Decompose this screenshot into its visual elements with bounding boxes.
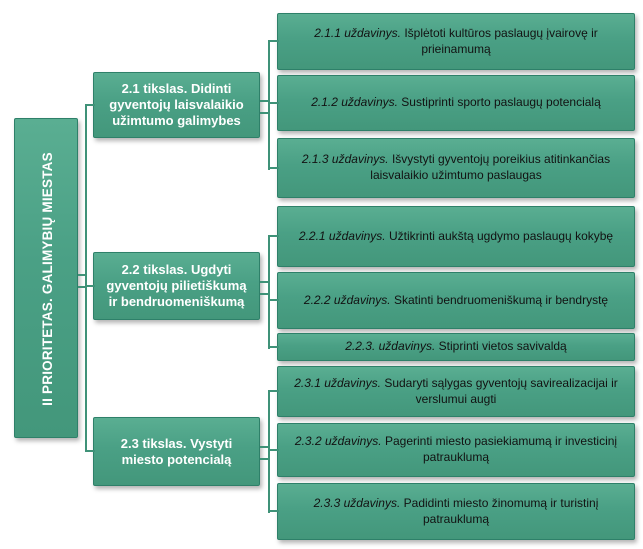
connector-stub-task-2-3-2 bbox=[268, 449, 279, 451]
task-box-2-3-1: 2.3.1 uždavinys. Sudaryti sąlygas gyvent… bbox=[277, 366, 635, 417]
goal-label-2-3: 2.3 tikslas. Vystyti miesto potencialą bbox=[120, 435, 233, 467]
connector-goal-2-2-stub bbox=[260, 281, 269, 295]
task-desc-2-1-1: Išplėtoti kultūros paslaugų įvairovę ir … bbox=[404, 25, 598, 56]
connector-stub-goal-2-2 bbox=[85, 285, 95, 287]
priority-label: II PRIORITETAS. GALIMYBIŲ MIESTAS bbox=[39, 152, 55, 406]
connector-stub-task-2-1-2 bbox=[268, 102, 279, 104]
task-desc-2-3-2: Pagerinti miesto pasiekiamumą ir investi… bbox=[384, 434, 618, 464]
task-label-2-3-2: 2.3.2 uždavinys. Pagerinti miesto pasiek… bbox=[288, 434, 624, 465]
task-desc-2-2-2: Skatinti bendruomeniškumą ir bendrystę bbox=[393, 292, 609, 307]
task-label-2-2-1: 2.2.1 uždavinys. Užtikrinti aukštą ugdym… bbox=[299, 229, 613, 245]
goal-box-2-1: 2.1 tikslas. Didinti gyventojų laisvalai… bbox=[93, 72, 260, 138]
connector-spine-goal-2-2 bbox=[268, 235, 270, 349]
connector-stub-task-2-1-1 bbox=[268, 40, 279, 42]
task-label-2-3-3: 2.3.3 uždavinys. Padidinti miesto žinomu… bbox=[288, 496, 624, 527]
task-desc-2-2-1: Užtikrinti aukštą ugdymo paslaugų kokybę bbox=[388, 228, 614, 243]
connector-stub-task-2-3-1 bbox=[268, 390, 279, 392]
connector-stub-task-2-2-2 bbox=[268, 299, 279, 301]
task-box-2-1-2: 2.1.2 uždavinys. Sustiprinti sporto pasl… bbox=[277, 75, 635, 131]
task-box-2-2-3: 2.2.3. uždavinys. Stiprinti vietos saviv… bbox=[277, 333, 635, 361]
connector-goal-2-3-stub bbox=[260, 446, 269, 460]
goal-box-2-2: 2.2 tikslas. Ugdyti gyventojų pilietišku… bbox=[93, 252, 260, 320]
connector-spine-goal-2-1 bbox=[268, 40, 270, 170]
priority-box: II PRIORITETAS. GALIMYBIŲ MIESTAS bbox=[14, 118, 78, 438]
task-prefix-2-3-3: 2.3.3 uždavinys. bbox=[313, 495, 401, 510]
connector-spine-goal-2-3 bbox=[268, 390, 270, 513]
task-desc-2-3-1: Sudaryti sąlygas gyventojų savirealizaci… bbox=[384, 375, 618, 406]
task-prefix-2-1-1: 2.1.1 uždavinys. bbox=[314, 25, 401, 40]
task-label-2-2-3: 2.2.3. uždavinys. Stiprinti vietos saviv… bbox=[345, 339, 566, 355]
task-label-2-1-3: 2.1.3 uždavinys. Išvystyti gyventojų por… bbox=[288, 152, 624, 183]
connector-goal-2-1-stub bbox=[260, 100, 269, 114]
task-desc-2-2-3: Stiprinti vietos savivaldą bbox=[438, 339, 567, 354]
task-prefix-2-3-1: 2.3.1 uždavinys. bbox=[294, 375, 381, 390]
connector-priority-stub bbox=[78, 274, 86, 288]
task-label-2-3-1: 2.3.1 uždavinys. Sudaryti sąlygas gyvent… bbox=[288, 376, 624, 407]
task-desc-2-3-3: Padidinti miesto žinomumą ir turistinį p… bbox=[403, 495, 599, 526]
goal-box-2-3: 2.3 tikslas. Vystyti miesto potencialą bbox=[93, 417, 260, 486]
connector-stub-task-2-1-3 bbox=[268, 167, 279, 169]
task-prefix-2-3-2: 2.3.2 uždavinys. bbox=[294, 434, 382, 449]
task-desc-2-1-2: Sustiprinti sporto paslaugų potencialą bbox=[401, 95, 601, 110]
task-prefix-2-2-1: 2.2.1 uždavinys. bbox=[298, 228, 386, 243]
task-prefix-2-1-3: 2.1.3 uždavinys. bbox=[301, 152, 389, 167]
task-box-2-3-3: 2.3.3 uždavinys. Padidinti miesto žinomu… bbox=[277, 483, 635, 540]
task-prefix-2-1-2: 2.1.2 uždavinys. bbox=[311, 95, 398, 110]
task-box-2-1-1: 2.1.1 uždavinys. Išplėtoti kultūros pasl… bbox=[277, 13, 635, 70]
task-prefix-2-2-2: 2.2.2 uždavinys. bbox=[303, 292, 391, 307]
goal-label-2-2: 2.2 tikslas. Ugdyti gyventojų pilietišku… bbox=[106, 262, 247, 309]
connector-spine-priority bbox=[85, 104, 87, 452]
task-box-2-3-2: 2.3.2 uždavinys. Pagerinti miesto pasiek… bbox=[277, 423, 635, 477]
task-label-2-1-2: 2.1.2 uždavinys. Sustiprinti sporto pasl… bbox=[311, 95, 601, 111]
task-box-2-1-3: 2.1.3 uždavinys. Išvystyti gyventojų por… bbox=[277, 138, 635, 198]
task-label-2-1-1: 2.1.1 uždavinys. Išplėtoti kultūros pasl… bbox=[288, 26, 624, 57]
task-box-2-2-2: 2.2.2 uždavinys. Skatinti bendruomenišku… bbox=[277, 272, 635, 329]
connector-stub-task-2-2-1 bbox=[268, 235, 279, 237]
goal-label-2-1: 2.1 tikslas. Didinti gyventojų laisvalai… bbox=[109, 81, 244, 128]
connector-stub-task-2-3-3 bbox=[268, 510, 279, 512]
connector-stub-goal-2-3 bbox=[85, 450, 95, 452]
task-box-2-2-1: 2.2.1 uždavinys. Užtikrinti aukštą ugdym… bbox=[277, 206, 635, 267]
connector-stub-task-2-2-3 bbox=[268, 346, 279, 348]
connector-stub-goal-2-1 bbox=[85, 104, 95, 106]
task-desc-2-1-3: Išvystyti gyventojų poreikius atitinkanč… bbox=[370, 152, 611, 182]
task-label-2-2-2: 2.2.2 uždavinys. Skatinti bendruomenišku… bbox=[304, 293, 608, 309]
task-prefix-2-2-3: 2.2.3. uždavinys. bbox=[345, 339, 436, 354]
